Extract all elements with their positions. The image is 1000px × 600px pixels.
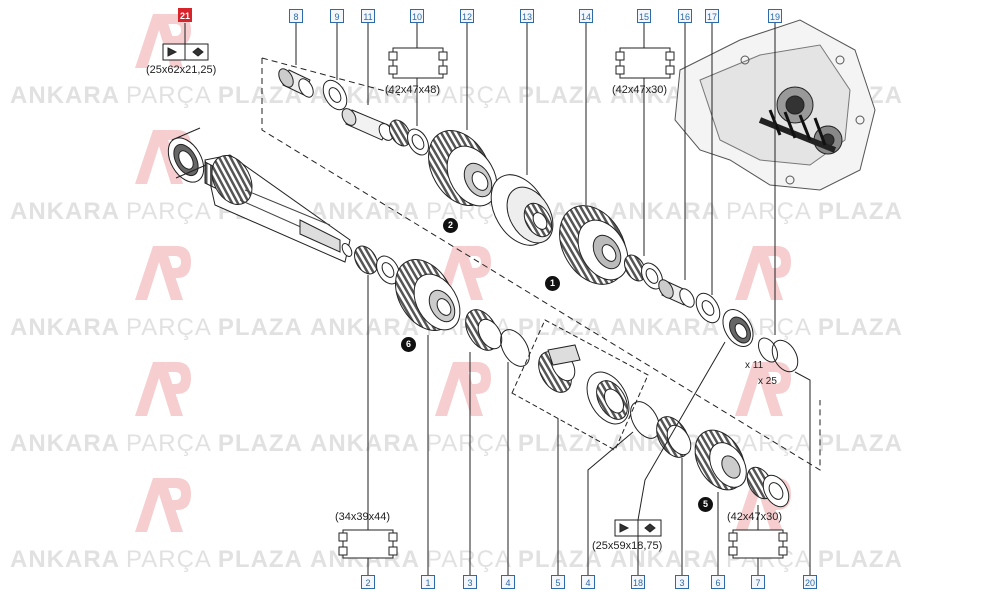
- synchro-ring-3-right: [656, 416, 692, 458]
- bearing-symbol-18: [614, 519, 662, 537]
- circlip-20: [771, 339, 799, 373]
- callout-3[interactable]: 3: [463, 575, 477, 589]
- callout-12[interactable]: 12: [460, 9, 474, 23]
- callout-4[interactable]: 4: [501, 575, 515, 589]
- synchro-hub-5: [538, 344, 630, 425]
- callout-18[interactable]: 18: [631, 575, 645, 589]
- washer-17: [695, 292, 721, 324]
- bushing-8: [278, 68, 314, 98]
- gear-12: [428, 130, 498, 207]
- dimension-label-18: (25x59x18,75): [592, 540, 663, 552]
- callout-8[interactable]: 8: [289, 9, 303, 23]
- callout-9[interactable]: 9: [330, 9, 344, 23]
- callout-1[interactable]: 1: [421, 575, 435, 589]
- callout-19[interactable]: 19: [768, 9, 782, 23]
- step-badge-2: 2: [443, 218, 458, 233]
- spring-ring-4-left: [500, 329, 530, 367]
- callout-16[interactable]: 16: [678, 9, 692, 23]
- callout-15[interactable]: 15: [637, 9, 651, 23]
- synchro-sleeve-13: [490, 174, 554, 246]
- washer-9-hole: [328, 87, 342, 103]
- dimension-label-7: (42x47x30): [727, 511, 783, 523]
- step-badge-5: 5: [698, 497, 713, 512]
- synchro-group-box: [511, 319, 649, 451]
- bushing-16: [658, 279, 695, 308]
- gear-14: [559, 205, 629, 285]
- callout-21[interactable]: 21: [178, 8, 192, 22]
- assembly-boundary-line: [261, 57, 401, 96]
- dimension-label-15: (42x47x30): [612, 84, 668, 96]
- callout-14[interactable]: 14: [579, 9, 593, 23]
- quantity-label-19: x 11: [745, 360, 764, 371]
- callout-11[interactable]: 11: [361, 9, 375, 23]
- assembly-boundary-line: [261, 58, 821, 471]
- callout-10[interactable]: 10: [410, 9, 424, 23]
- callout-20[interactable]: 20: [803, 575, 817, 589]
- needle-bearing-2: [354, 245, 400, 285]
- callout-6[interactable]: 6: [711, 575, 725, 589]
- bearing-symbol-7: [728, 529, 788, 559]
- callout-4[interactable]: 4: [581, 575, 595, 589]
- quantity-label-20: x 25: [758, 376, 777, 387]
- callout-7[interactable]: 7: [751, 575, 765, 589]
- callout-3[interactable]: 3: [675, 575, 689, 589]
- dimension-label-10: (42x47x48): [385, 84, 441, 96]
- primary-shaft: [204, 154, 353, 263]
- callout-2[interactable]: 2: [361, 575, 375, 589]
- callout-5[interactable]: 5: [551, 575, 565, 589]
- ball-bearing-21: [167, 127, 207, 183]
- leader-lines-bottom: [367, 275, 811, 575]
- washer-9: [322, 79, 348, 111]
- bearing-symbol-15: [615, 47, 675, 79]
- dimension-label-21: (25x62x21,25): [146, 64, 217, 76]
- bearing-symbol-10: [388, 47, 448, 79]
- leader-lines-top: [184, 23, 776, 335]
- needle-bearing-7: [746, 466, 790, 508]
- gear-1: [395, 259, 461, 331]
- step-badge-6: 6: [401, 337, 416, 352]
- washer-17-hole: [701, 300, 715, 316]
- circlip-19: [758, 337, 778, 363]
- dimension-label-2: (34x39x44): [335, 511, 391, 523]
- ball-bearing-18: [722, 309, 754, 347]
- callout-17[interactable]: 17: [705, 9, 719, 23]
- step-badge-1: 1: [545, 276, 560, 291]
- spring-ring-4-right: [630, 401, 660, 439]
- synchro-ring-3-left: [465, 309, 503, 351]
- needle-bearing-15: [624, 254, 663, 290]
- needle-bearing-10: [389, 119, 429, 156]
- gear-6: [694, 429, 747, 491]
- bearing-symbol-21: [162, 43, 209, 61]
- bearing-symbol-2: [338, 529, 398, 559]
- callout-13[interactable]: 13: [520, 9, 534, 23]
- sleeve-11: [341, 108, 394, 141]
